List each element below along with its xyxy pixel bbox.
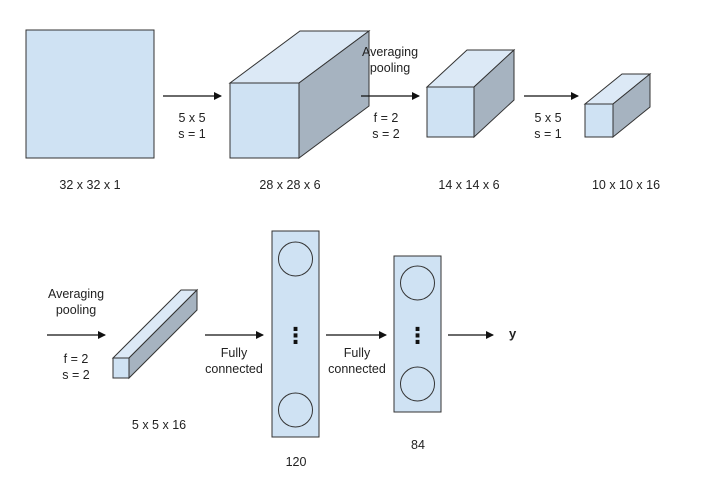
pool1-filter-label: f = 2 [373, 111, 399, 125]
fc2-neuron-top [400, 265, 435, 301]
fc2-neuron-bottom [400, 366, 435, 402]
pool1-title-line1: Averaging [361, 45, 419, 59]
fc1-neuron-top [278, 241, 313, 277]
fc1-neuron-bottom [278, 392, 313, 428]
conv1-volume [228, 30, 371, 159]
fc1-count-label: 120 [285, 455, 307, 469]
fc2-op-line1: Fully [343, 346, 371, 360]
input-square [25, 29, 155, 159]
input-dims-label: 32 x 32 x 1 [59, 178, 121, 192]
conv1-front-face [229, 82, 300, 159]
fc2-op-line2: connected [328, 362, 386, 376]
pool1-volume [425, 48, 516, 139]
fc1-ellipsis: ⋮ [285, 324, 307, 349]
fc2-layer: ⋮ [393, 255, 442, 413]
pool2-title-line1: Averaging [47, 287, 105, 301]
conv2-filter-label: 5 x 5 [534, 111, 562, 125]
conv2-front-face [584, 103, 614, 138]
fc1-op-line1: Fully [220, 346, 248, 360]
pool2-volume [111, 288, 199, 380]
pool2-title-line2: pooling [55, 303, 97, 317]
fc1-op-line2: connected [205, 362, 263, 376]
conv2-dims-label: 10 x 10 x 16 [591, 178, 661, 192]
pool2-filter-label: f = 2 [63, 352, 89, 366]
conv1-stride-label: s = 1 [178, 127, 206, 141]
fc2-ellipsis: ⋮ [407, 324, 429, 349]
output-label: y [509, 326, 517, 341]
pool1-title-line2: pooling [369, 61, 411, 75]
conv1-filter-label: 5 x 5 [178, 111, 206, 125]
pool2-stride-label: s = 2 [62, 368, 90, 382]
conv2-stride-label: s = 1 [534, 127, 562, 141]
fc1-layer: ⋮ [271, 230, 320, 438]
pool1-front-face [426, 86, 475, 138]
pool1-dims-label: 14 x 14 x 6 [438, 178, 500, 192]
pool2-dims-label: 5 x 5 x 16 [131, 418, 187, 432]
fc2-count-label: 84 [411, 438, 425, 452]
pool1-stride-label: s = 2 [372, 127, 400, 141]
conv2-volume [583, 72, 652, 139]
pool2-front-face [112, 357, 130, 379]
conv1-dims-label: 28 x 28 x 6 [259, 178, 321, 192]
